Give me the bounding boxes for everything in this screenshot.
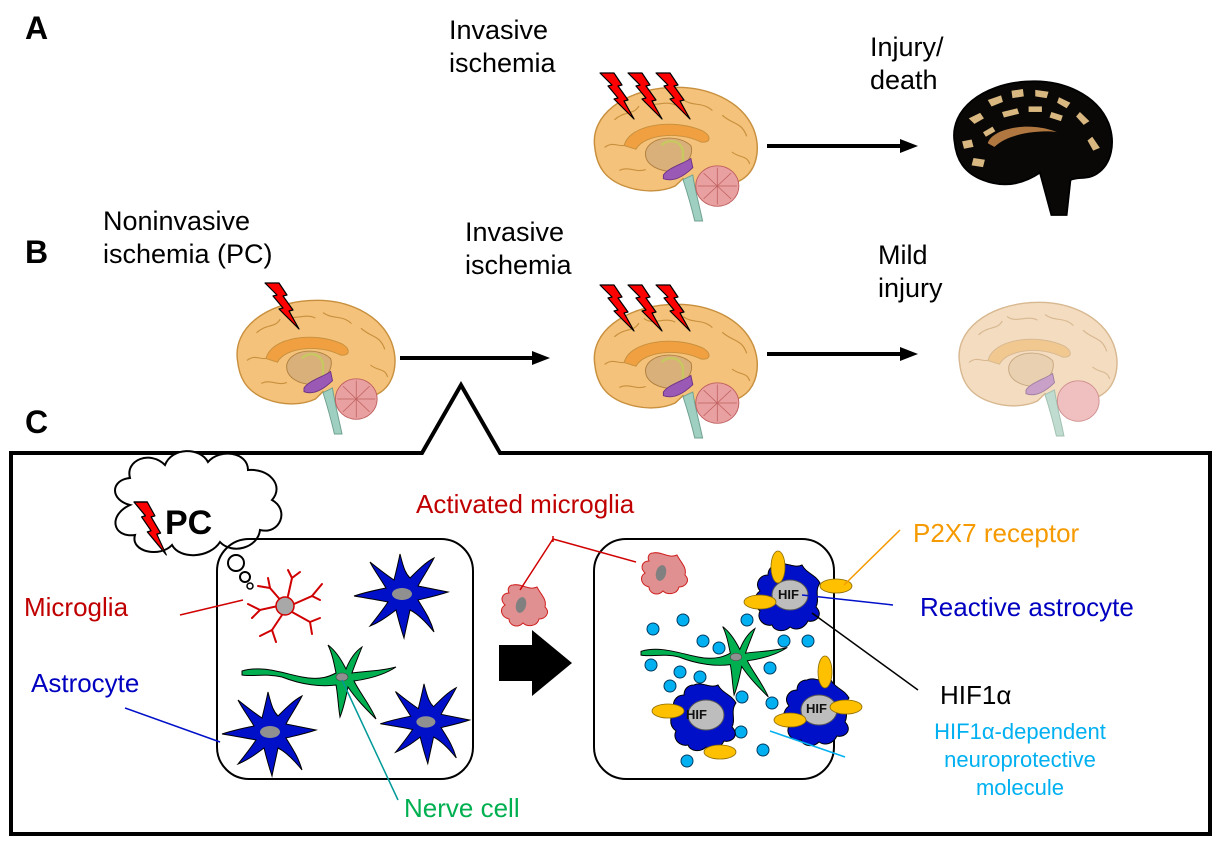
leader-nerve-cell: [341, 679, 399, 801]
reactive-state-box: [593, 538, 835, 780]
label-line: ischemia: [465, 250, 572, 280]
label-line: Mild: [878, 240, 928, 270]
panel-letter-c: C: [25, 404, 49, 440]
label-line: death: [870, 65, 938, 95]
label-line: HIF1α-dependent: [934, 719, 1106, 744]
brain-b-mild-injury: [958, 301, 1118, 437]
thought-bubble-pc-text: PC: [165, 504, 212, 542]
label-line: Noninvasive: [103, 206, 251, 236]
label-b-noninvasive-ischemia: Noninvasive ischemia (PC): [103, 205, 273, 271]
neuroprotective-molecule-dot: [734, 725, 748, 739]
hif-nucleus-label: HIF: [806, 701, 827, 716]
neuroprotective-molecule-dot: [693, 670, 707, 684]
neuroprotective-molecule-dot: [680, 754, 694, 768]
label-line: ischemia (PC): [103, 239, 273, 269]
label-nerve-cell: Nerve cell: [404, 793, 520, 823]
neuroprotective-molecule-dot: [763, 661, 777, 675]
label-a-invasive-ischemia: Invasive ischemia: [449, 14, 556, 80]
neuroprotective-molecule-dot: [663, 679, 677, 693]
transition-arrow: [499, 630, 572, 696]
reactive-astrocyte: HIF: [743, 550, 853, 632]
brain-a-dead: [953, 80, 1113, 216]
leader-astrocyte: [124, 707, 221, 743]
label-activated-microglia: Activated microglia: [416, 489, 635, 519]
label-microglia: Microglia: [24, 592, 129, 622]
label-b-mild-injury: Mild injury: [878, 239, 943, 305]
resting-state-box: [216, 538, 474, 780]
label-hif1a: HIF1α: [940, 680, 1012, 710]
label-line: ischemia: [449, 48, 556, 78]
neuroprotective-molecule-dot: [756, 743, 770, 757]
leader-reactive-astrocyte: [801, 594, 894, 606]
label-line: injury: [878, 273, 943, 303]
brain-b-ischemic: [593, 303, 759, 440]
microglia-resting: [247, 569, 323, 643]
neuroprotective-molecule-dot: [712, 641, 726, 655]
hif-nucleus-label: HIF: [778, 587, 799, 602]
neuroprotective-molecule-dot: [644, 658, 658, 672]
arrow-a: [767, 139, 918, 153]
neuroprotective-molecule-dot: [740, 613, 754, 627]
leader-hif1a: [811, 612, 919, 691]
label-b-invasive-ischemia: Invasive ischemia: [465, 216, 572, 282]
brain-a-ischemic: [593, 86, 759, 223]
neuroprotective-molecule-dot: [735, 690, 749, 704]
neuroprotective-molecules: [644, 613, 815, 768]
label-line: molecule: [975, 775, 1065, 800]
leader-p2x7: [843, 529, 901, 586]
neuroprotective-molecule-dot: [646, 622, 660, 636]
neuroprotective-molecule-dot: [673, 665, 687, 679]
leader-activated-microglia: [519, 536, 637, 591]
hif-nucleus-label: HIF: [686, 707, 707, 722]
arrow-b2: [767, 347, 918, 361]
arrow-b1: [400, 351, 550, 365]
label-reactive-astrocyte: Reactive astrocyte: [920, 592, 1134, 622]
label-line: neuroprotective: [944, 747, 1096, 772]
panel-letter-a: A: [25, 10, 49, 46]
leader-neuroprotective: [769, 730, 846, 758]
label-line: Invasive: [465, 217, 565, 247]
neuroprotective-molecule-dot: [777, 634, 791, 648]
leader-microglia: [179, 599, 244, 616]
microglia-nucleus: [275, 596, 295, 616]
neuroprotective-molecule-dot: [696, 634, 710, 648]
panel-c-frame: [9, 380, 1212, 836]
label-neuroprotective-molecule: HIF1α-dependent neuroprotective molecule: [912, 718, 1128, 802]
neuroprotective-molecule-dot: [765, 696, 779, 710]
label-a-injury-death: Injury/ death: [870, 31, 944, 97]
reactive-astrocyte: HIF: [773, 655, 863, 747]
label-p2x7-receptor: P2X7 receptor: [913, 518, 1080, 548]
label-astrocyte: Astrocyte: [31, 668, 140, 698]
neuroprotective-molecule-dot: [801, 634, 815, 648]
label-line: Invasive: [449, 15, 549, 45]
label-line: Injury/: [870, 32, 944, 62]
panel-letter-b: B: [25, 234, 49, 270]
reactive-astrocyte: HIF: [651, 683, 737, 760]
neuroprotective-molecule-dot: [676, 613, 690, 627]
brain-b-preconditioned: [235, 299, 397, 436]
